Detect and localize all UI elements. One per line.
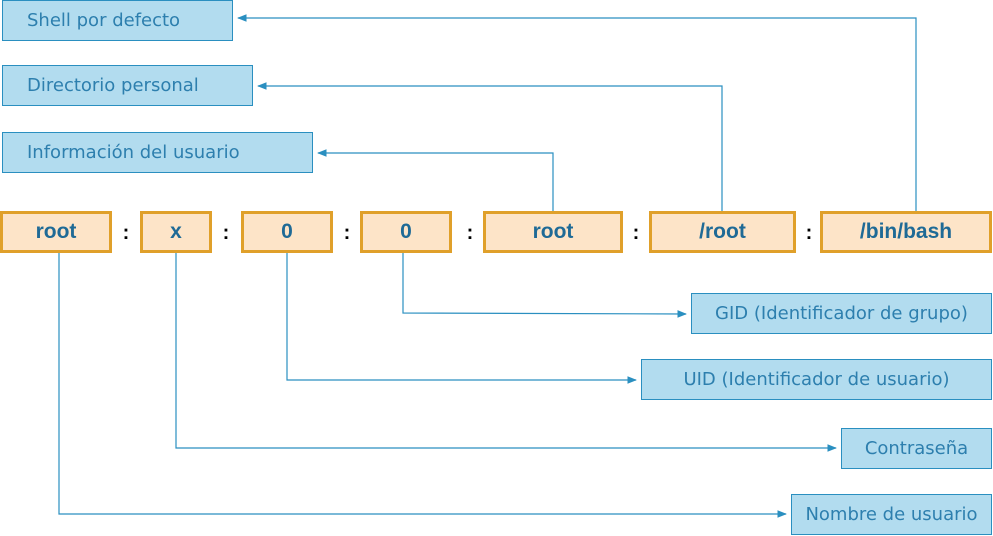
separator: :	[632, 222, 640, 244]
connector-info	[317, 149, 554, 211]
field-username: root	[0, 211, 112, 253]
field-user-info: root	[483, 211, 623, 253]
connector-username	[58, 253, 787, 518]
field-shell: /bin/bash	[820, 211, 992, 253]
label-password: Contraseña	[841, 428, 992, 469]
connector-home	[257, 82, 723, 211]
connector-shell	[237, 14, 917, 211]
label-username: Nombre de usuario	[791, 494, 992, 535]
separator: :	[122, 222, 130, 244]
label-info: Información del usuario	[2, 132, 313, 173]
label-gid: GID (Identificador de grupo)	[691, 293, 992, 334]
field-uid: 0	[241, 211, 333, 253]
connector-gid	[402, 253, 687, 318]
connector-uid	[286, 253, 637, 384]
separator: :	[805, 222, 813, 244]
separator: :	[222, 222, 230, 244]
field-gid: 0	[360, 211, 452, 253]
label-home: Directorio personal	[2, 65, 253, 106]
label-shell: Shell por defecto	[2, 0, 233, 41]
separator: :	[466, 222, 474, 244]
separator: :	[343, 222, 351, 244]
field-home-directory: /root	[649, 211, 796, 253]
label-uid: UID (Identificador de usuario)	[641, 359, 992, 400]
field-password: x	[140, 211, 212, 253]
connector-password	[175, 253, 837, 452]
